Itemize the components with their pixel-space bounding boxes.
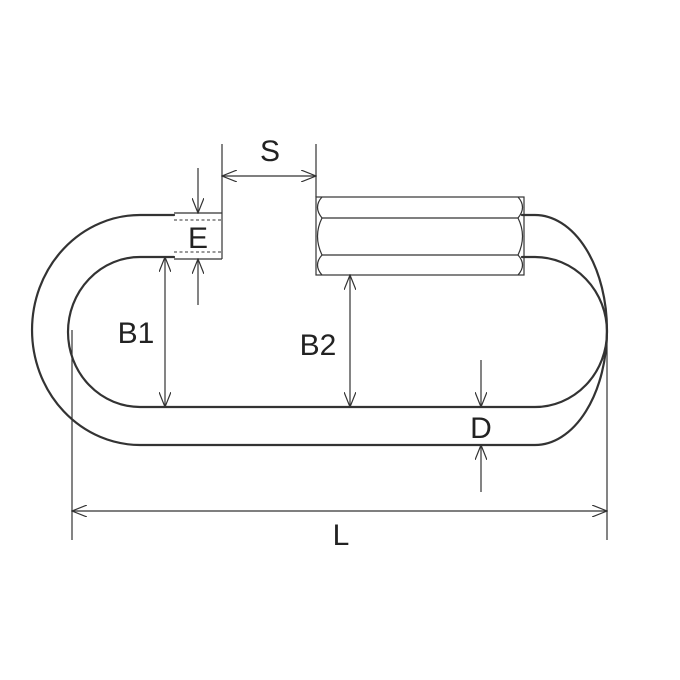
- l-label: L: [333, 519, 350, 552]
- link-outer-outline: [30, 213, 609, 447]
- s-label: S: [260, 135, 280, 168]
- b2-label: B2: [300, 329, 337, 362]
- link-inner-outline: [66, 255, 609, 409]
- s-dimension: [222, 144, 316, 213]
- l-dimension: [72, 330, 607, 540]
- e-label: E: [188, 222, 208, 255]
- b1-label: B1: [118, 317, 155, 350]
- d-label: D: [470, 412, 492, 445]
- threaded-sleeve: [315, 196, 525, 276]
